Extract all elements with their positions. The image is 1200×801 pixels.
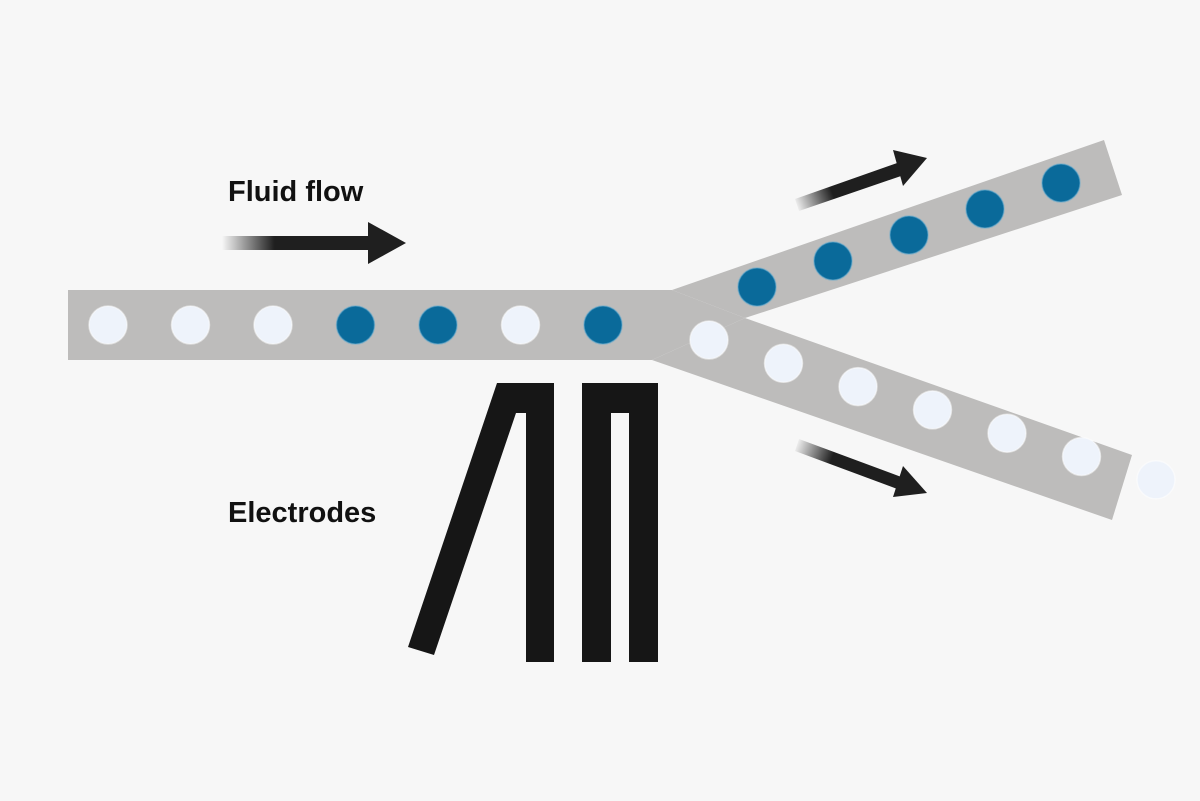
upper-branch-particle-dark [889, 215, 929, 255]
main-channel-particle-dark [583, 305, 623, 345]
lower-branch-particle-light [1136, 460, 1176, 500]
lower-branch-particle-light [763, 343, 804, 384]
lower-branch-particle-light [1061, 436, 1102, 477]
main-channel-particle-light [170, 305, 211, 345]
main-channel [68, 290, 745, 360]
lower-branch-particle-light [838, 366, 878, 407]
upper-outflow-arrow [795, 150, 927, 211]
main-channel-particle-dark [418, 305, 458, 345]
fluid-flow-label: Fluid flow [228, 176, 364, 208]
particles-layer [88, 163, 1176, 500]
electrodes-label: Electrodes [228, 497, 376, 529]
main-channel-particle-dark [335, 305, 376, 345]
upper-branch-particle-dark [965, 189, 1005, 229]
electrode-right [582, 383, 658, 662]
upper-branch-particle-dark [1041, 163, 1081, 203]
electrodes [408, 383, 658, 662]
main-channel-particle-light [88, 305, 128, 345]
lower-branch-particle-light [689, 320, 729, 360]
lower-branch-particle-light [912, 390, 953, 430]
upper-branch-particle-dark [737, 267, 777, 307]
lower-branch-particle-light [987, 413, 1027, 453]
electrode-left [408, 383, 554, 662]
lower-outflow-arrow [795, 439, 927, 497]
flow-in-arrow [222, 222, 406, 264]
main-channel-particle-light [500, 305, 541, 345]
main-channel-particle-light [253, 305, 293, 345]
upper-branch-particle-dark [813, 241, 853, 281]
